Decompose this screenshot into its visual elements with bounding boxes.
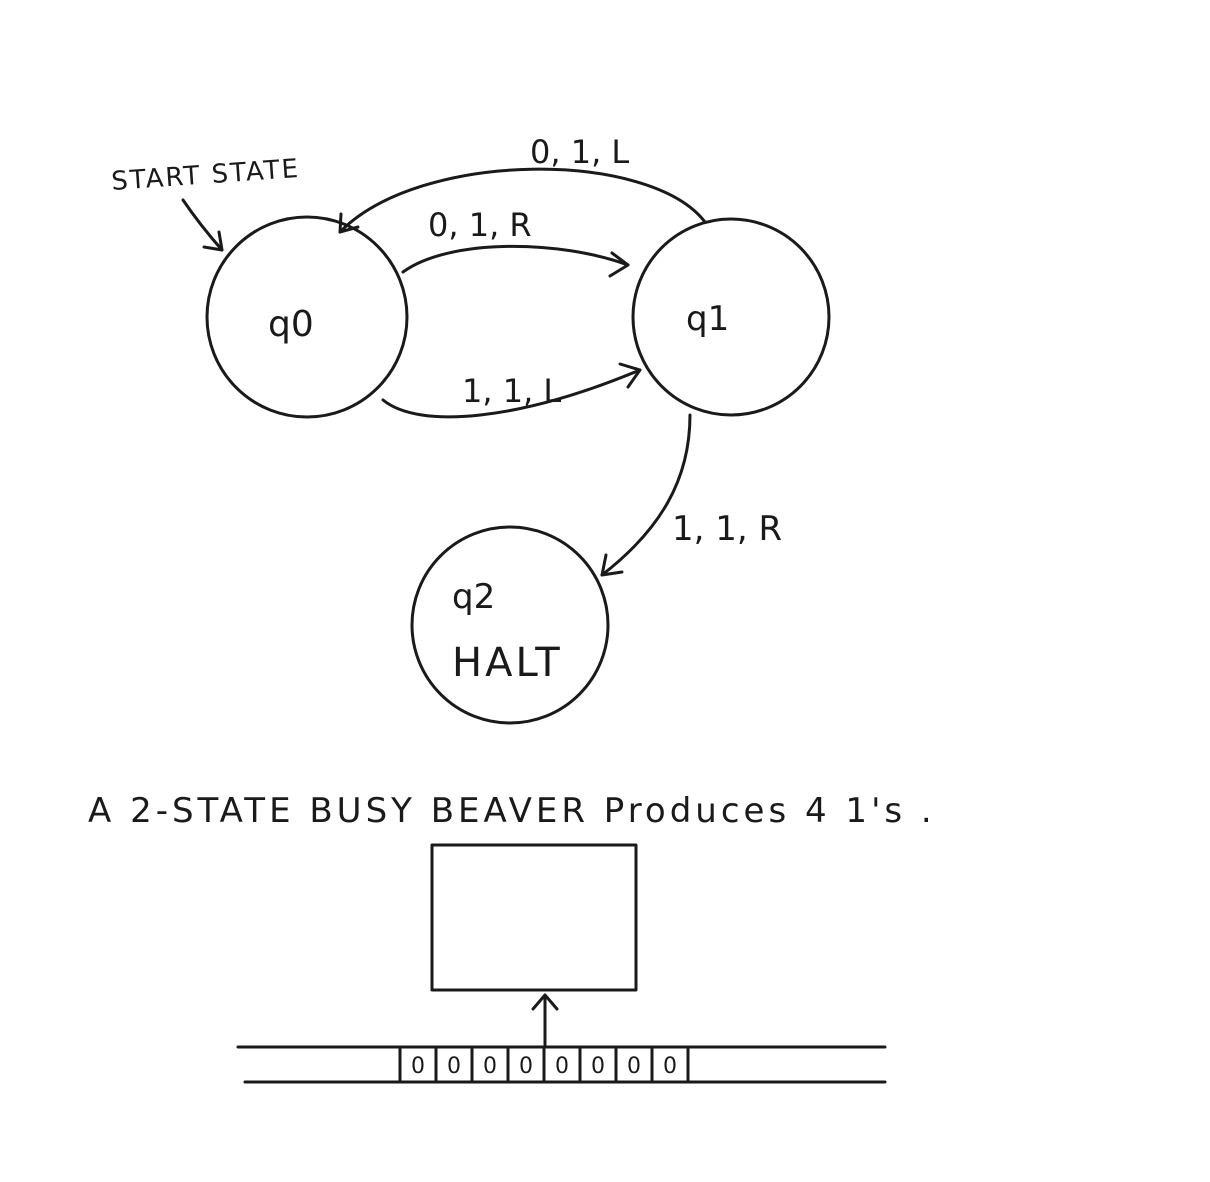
- state-q0-label: q0: [268, 304, 314, 345]
- read-head-pointer: [531, 993, 559, 1047]
- start-state-label: START STATE: [110, 154, 301, 197]
- state-q1-label: q1: [686, 299, 729, 339]
- start-arrow: [181, 198, 224, 252]
- state-q0: q0: [205, 215, 409, 419]
- transition-q0-to-q1-upper-label: 0, 1, R: [428, 206, 532, 244]
- tape-cell-value: 0: [555, 1054, 569, 1079]
- transition-q0-to-q1-lower: 1, 1, L: [381, 362, 642, 419]
- state-q1: q1: [631, 217, 831, 417]
- state-q2-halt-label: HALT: [452, 640, 563, 686]
- caption: A 2-STATE BUSY BEAVER Produces 4 1's .: [88, 791, 936, 831]
- machine-head: [430, 843, 638, 1047]
- state-q1-circle: [631, 217, 831, 417]
- state-q2-circle: [410, 525, 610, 725]
- transition-q1-to-q0-label: 0, 1, L: [530, 133, 629, 171]
- state-q2-halt: q2 HALT: [410, 525, 610, 725]
- transition-q1-to-q2: 1, 1, R: [600, 413, 782, 577]
- transition-q1-to-q0: 0, 1, L: [338, 133, 707, 234]
- tape-cell-value: 0: [627, 1054, 641, 1079]
- state-q2-label: q2: [452, 577, 495, 617]
- tape-cell-value: 0: [519, 1054, 533, 1079]
- transition-q0-to-q1-upper: 0, 1, R: [401, 206, 630, 278]
- transition-q0-to-q1-lower-label: 1, 1, L: [462, 372, 561, 410]
- tape-cell-value: 0: [411, 1054, 425, 1079]
- tape-cell-value: 0: [447, 1054, 461, 1079]
- machine-head-box: [430, 843, 638, 992]
- state-q0-circle: [205, 215, 409, 419]
- transition-q1-to-q2-label: 1, 1, R: [672, 509, 782, 549]
- tape-cell-value: 0: [591, 1054, 605, 1079]
- tape-cell-value: 0: [663, 1054, 677, 1079]
- tape-cell-value: 0: [483, 1054, 497, 1079]
